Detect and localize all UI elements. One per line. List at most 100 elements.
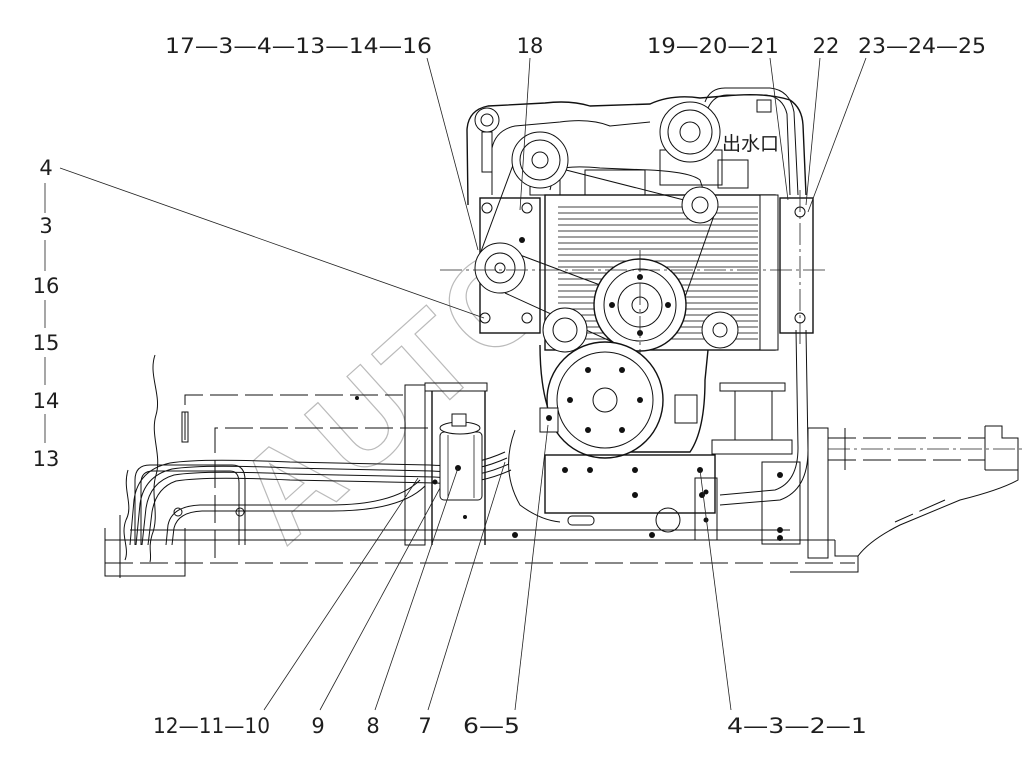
flywheel-hole (567, 397, 573, 403)
plate-bolt (521, 312, 533, 324)
dipstick-tube (481, 131, 493, 173)
mount-bolt (632, 492, 638, 498)
lower-plate-bolt (777, 472, 783, 478)
base-bolt (777, 535, 783, 541)
left-bracket-bolt (235, 507, 245, 517)
flywheel-hole (585, 367, 591, 373)
water-outlet-label: 出水口 (722, 133, 779, 155)
flywheel-hole (619, 427, 625, 433)
oil-pan-plug (655, 507, 681, 533)
shaft-housing-hidden (894, 499, 946, 523)
filter-mount-hole (432, 479, 438, 485)
top-callouts: 17—3—4—13—14—16 18 19—20—21 22 23—24—25 (165, 34, 986, 58)
lower-engine (512, 341, 783, 541)
belt-drive (440, 101, 825, 360)
break-line (149, 354, 159, 563)
oil-filler-cap (474, 107, 500, 133)
filter-body (439, 431, 483, 501)
shaft-housing (857, 470, 1019, 557)
belt-segment (475, 164, 514, 266)
water-pump-pulley (701, 311, 739, 349)
mount-bolt (562, 467, 568, 473)
plate-bolt (519, 237, 525, 243)
leader-line (427, 461, 506, 711)
left-bracket-bolt (173, 507, 183, 517)
hydraulic-bracket-bolt (703, 517, 709, 523)
crank-pulley-hole (609, 302, 615, 308)
filter-assembly (404, 382, 488, 546)
callout-label: 19—20—21 (647, 34, 779, 58)
base-right-step (790, 540, 859, 573)
callout-label: 23—24—25 (858, 34, 986, 58)
side-cover (674, 394, 698, 424)
thermostat-housing (717, 159, 749, 189)
left-frame-hidden-upper (184, 394, 403, 440)
turbocharger-housing (667, 109, 713, 155)
base-bolt (512, 532, 518, 538)
bottom-callouts: 12—11—10 9 8 7 6—5 4—3—2—1 (153, 714, 867, 738)
callout-label: 15 (33, 331, 60, 355)
right-lower-plate (761, 461, 801, 545)
base-left-stub (104, 528, 186, 577)
leader-line (805, 57, 821, 206)
leader-line (374, 467, 459, 711)
plate-bolt (479, 312, 491, 324)
lower-plate-bolt (777, 527, 783, 533)
right-mount-stand (694, 329, 809, 545)
mount-bolt (632, 467, 638, 473)
left-frame-section (123, 354, 428, 563)
leader-line (807, 57, 867, 213)
shaft-flange (984, 425, 1019, 471)
engine-inner-contour (491, 120, 651, 195)
leader-line (699, 469, 732, 711)
stand-base (711, 439, 793, 455)
callout-label: 13 (33, 447, 60, 471)
turbocharger-center (679, 121, 701, 143)
lower-mount-plate (544, 454, 716, 514)
callout-label: 22 (813, 34, 840, 58)
flywheel-center (592, 387, 618, 413)
radiator-tank (759, 194, 779, 351)
sensor-bolt (546, 415, 552, 421)
right-bracket (779, 197, 814, 334)
alternator-pulley (474, 242, 526, 294)
left-bracket-inner (140, 470, 240, 545)
pipe-connector (756, 99, 772, 113)
base-frame (104, 515, 859, 578)
belt-segment (683, 209, 717, 301)
callout-label: 3 (39, 214, 52, 238)
right-mount-bracket (779, 190, 814, 345)
plate-bolt (521, 202, 533, 214)
left-callouts: 4 3 16 15 14 13 (33, 156, 60, 471)
crank-pulley-hole (665, 302, 671, 308)
filter-mount-hole (463, 515, 467, 519)
leader-line (519, 57, 531, 211)
hydraulic-bracket (694, 477, 718, 541)
coolant-pipe-outer (719, 329, 809, 506)
callout-label: 18 (517, 34, 544, 58)
left-frame-tab (181, 411, 189, 443)
tensioner-pulley (681, 186, 719, 224)
coolant-pipe-inner (719, 329, 799, 496)
hydraulic-bracket-bolt (703, 489, 709, 495)
leader-line (59, 167, 485, 319)
stand-top-plate (719, 382, 786, 392)
alternator-pulley-hub (484, 252, 516, 284)
leader-line (514, 424, 549, 711)
fan-pulley-center (531, 151, 549, 169)
flywheel-hole (619, 367, 625, 373)
pipe-line (165, 479, 421, 546)
base-bolt (649, 532, 655, 538)
leader-line (426, 57, 479, 251)
pipe-line (508, 429, 561, 523)
callout-label: 8 (366, 714, 379, 738)
mount-bolt (587, 467, 593, 473)
leader-line (319, 487, 441, 711)
turbocharger (659, 101, 721, 163)
right-frame-post (807, 427, 829, 559)
leader-line (769, 57, 789, 201)
left-frame-hidden-lower (214, 427, 428, 558)
callout-label: 12—11—10 (153, 714, 270, 738)
